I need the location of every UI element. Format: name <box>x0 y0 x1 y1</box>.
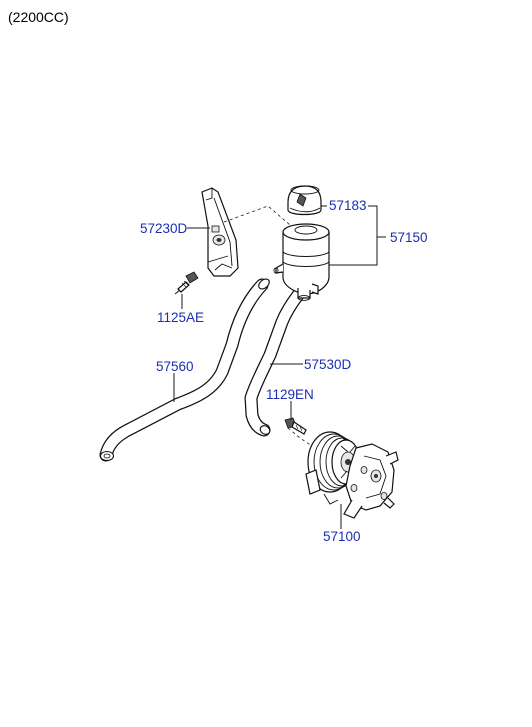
bracket-57230D[interactable] <box>201 187 239 277</box>
label-57100[interactable]: 57100 <box>323 529 361 544</box>
label-57183[interactable]: 57183 <box>329 198 367 213</box>
bolt-1129EN[interactable] <box>284 417 307 435</box>
power-steering-pump-57100[interactable] <box>305 431 399 519</box>
reservoir-57150[interactable] <box>273 223 330 301</box>
reservoir-cap-57183[interactable] <box>287 185 322 216</box>
label-57560[interactable]: 57560 <box>156 359 194 374</box>
label-57230D[interactable]: 57230D <box>140 221 188 236</box>
dashed-connection-lines <box>223 205 313 447</box>
label-1129EN[interactable]: 1129EN <box>266 387 314 402</box>
suction-hose-57530D[interactable] <box>244 288 305 437</box>
leader-lines <box>173 205 386 529</box>
label-57530D[interactable]: 57530D <box>304 357 352 372</box>
return-hose-57560[interactable] <box>99 277 272 462</box>
label-57150[interactable]: 57150 <box>390 230 428 245</box>
engine-variant-label: (2200CC) <box>8 9 69 25</box>
label-1125AE[interactable]: 1125AE <box>157 310 204 325</box>
bolt-1125AE[interactable] <box>174 271 199 295</box>
